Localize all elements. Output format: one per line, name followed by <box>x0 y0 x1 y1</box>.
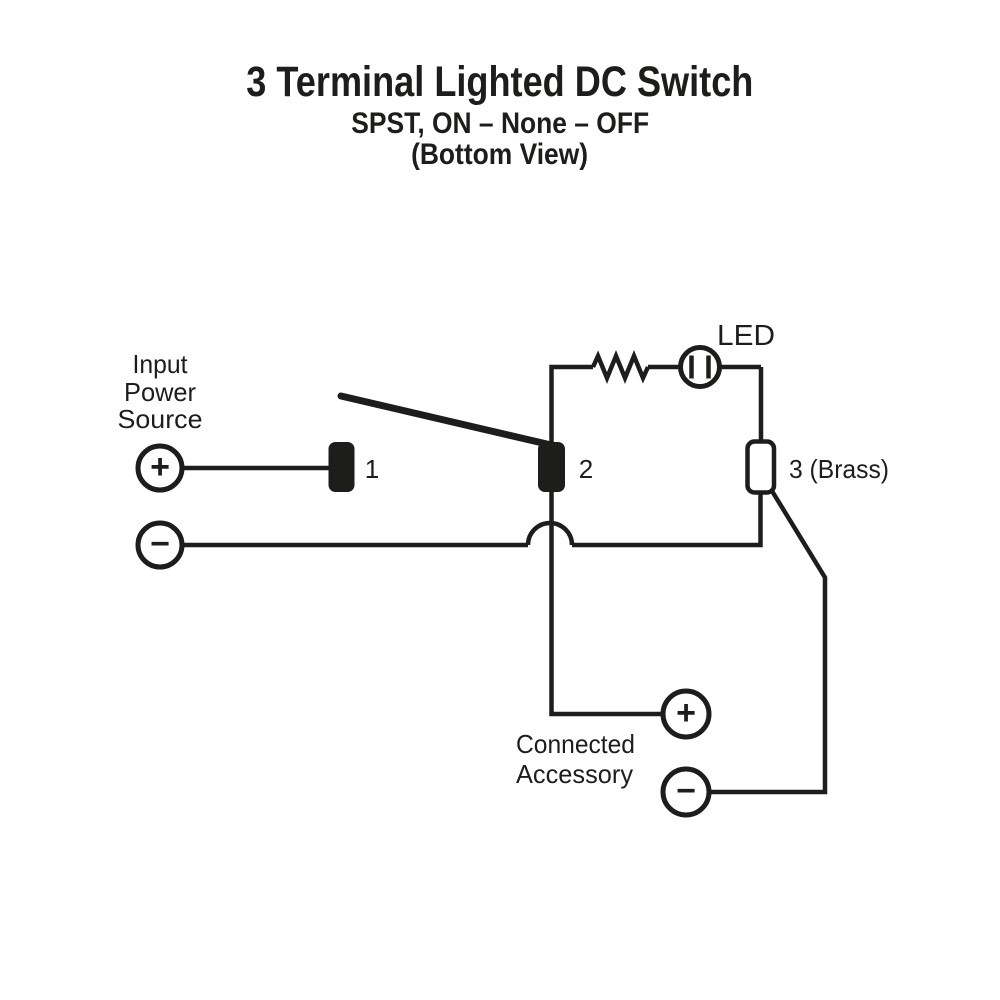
page-title: 3 Terminal Lighted DC Switch <box>0 56 1000 108</box>
view-note-text: (Bottom View) <box>411 138 589 171</box>
wire-input-negative <box>182 492 763 548</box>
terminal-2-label: 2 <box>579 454 593 484</box>
input-power-source-label-line3: Source <box>118 404 203 434</box>
led-icon <box>678 345 722 389</box>
led-label: LED <box>717 320 775 352</box>
input-negative-node <box>135 520 185 570</box>
page-subtitle: SPST, ON – None – OFF <box>0 108 1000 139</box>
accessory-negative-node <box>660 766 712 818</box>
terminal-2 <box>538 442 565 492</box>
connected-accessory-label-line2: Accessory <box>516 759 633 789</box>
terminal-3-label: 3 (Brass) <box>789 454 889 484</box>
input-positive-node <box>135 443 185 493</box>
switch-lever <box>337 392 553 448</box>
minus-icon: − <box>676 772 696 810</box>
input-power-source-label-line1: Input <box>133 349 189 379</box>
terminal-1 <box>328 442 355 492</box>
terminal-1-label: 1 <box>365 454 379 484</box>
page-subtitle-text: SPST, ON – None – OFF <box>351 107 649 140</box>
plus-icon: + <box>676 694 696 732</box>
view-note: (Bottom View) <box>0 139 1000 170</box>
wire-lamp-loop-left <box>549 364 593 442</box>
diagram-header: 3 Terminal Lighted DC Switch SPST, ON – … <box>0 56 1000 170</box>
accessory-positive-node <box>660 688 712 740</box>
terminal-3 <box>745 439 777 495</box>
connected-accessory-label-line1: Connected <box>516 729 635 759</box>
led-circle <box>678 345 722 389</box>
wire-accessory-positive <box>549 492 663 717</box>
wire-accessory-negative <box>709 489 828 795</box>
resistor-icon <box>590 350 651 384</box>
minus-icon: − <box>150 525 170 563</box>
led-filament-bars <box>689 355 711 379</box>
page-title-text: 3 Terminal Lighted DC Switch <box>246 58 754 106</box>
plus-icon: + <box>150 448 170 486</box>
input-power-source-label-line2: Power <box>124 377 196 407</box>
